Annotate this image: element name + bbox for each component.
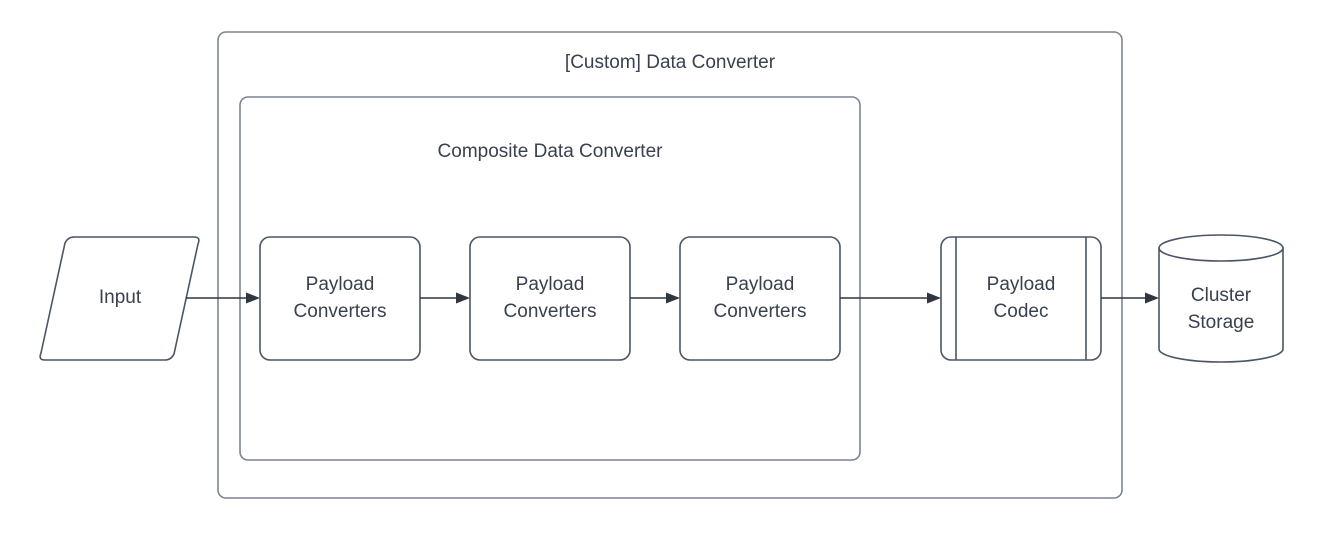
edge-input-to-converter-1-arrowhead [246,292,260,304]
edge-converter-3-to-payload-codec-arrowhead [927,292,941,304]
node-payload-converters-1[interactable]: Payload Converters [259,236,421,361]
payload-converters-2-shape [469,236,631,361]
payload-codec-shape [940,236,1102,361]
cluster-storage-label-line-2: Storage [1188,312,1255,333]
outer-container-custom-data-converter[interactable]: [Custom] Data Converter [217,31,1123,499]
cluster-storage-body [1158,247,1284,363]
payload-codec-label-line-1: Payload [987,274,1056,295]
inner-container-label: Composite Data Converter [438,141,664,162]
payload-codec-label-line-2: Codec [994,301,1049,322]
payload-converters-1-shape [259,236,421,361]
edge-converter-2-to-converter-3-arrowhead [666,292,680,304]
input-label: Input [99,287,142,308]
edge-input-to-converter-1 [186,292,260,304]
node-input[interactable]: Input [39,236,200,361]
payload-converters-2-label-line-1: Payload [516,274,585,295]
edge-converter-1-to-converter-2 [420,292,470,304]
outer-container-border [217,31,1123,499]
cluster-storage-top-ellipse [1158,234,1284,262]
payload-converters-3-shape [679,236,841,361]
node-payload-codec[interactable]: Payload Codec [940,236,1102,361]
payload-converters-2-label-line-2: Converters [504,301,597,322]
cluster-storage-label-line-1: Cluster [1191,285,1252,306]
payload-converters-1-label-line-1: Payload [306,274,375,295]
node-payload-converters-2[interactable]: Payload Converters [469,236,631,361]
edge-converter-1-to-converter-2-arrowhead [456,292,470,304]
node-cluster-storage[interactable]: Cluster Storage [1158,234,1284,363]
edge-converter-3-to-payload-codec [840,292,941,304]
edge-payload-codec-to-cluster-storage [1101,292,1159,304]
payload-converters-1-label-line-2: Converters [294,301,387,322]
inner-container-border [239,96,861,461]
node-payload-converters-3[interactable]: Payload Converters [679,236,841,361]
inner-container-composite-data-converter[interactable]: Composite Data Converter [239,96,861,461]
payload-converters-3-label-line-2: Converters [714,301,807,322]
edge-payload-codec-to-cluster-storage-arrowhead [1145,292,1159,304]
payload-converters-3-label-line-1: Payload [726,274,795,295]
input-parallelogram-shape [39,236,200,361]
outer-container-label: [Custom] Data Converter [565,52,776,73]
edge-converter-2-to-converter-3 [630,292,680,304]
